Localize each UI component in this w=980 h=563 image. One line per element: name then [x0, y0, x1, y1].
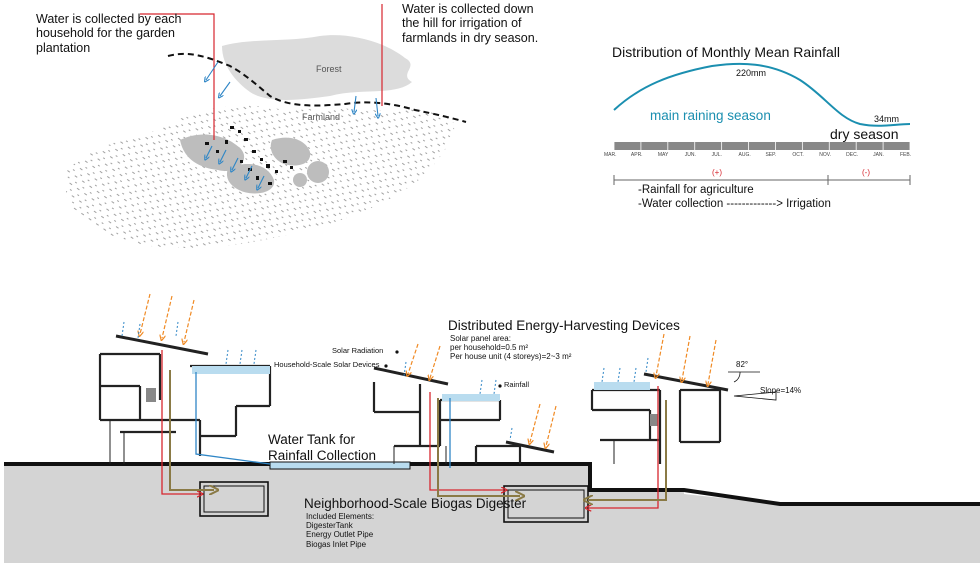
month-label: SEP. — [765, 152, 777, 158]
solar-devices-label: Household-Scale Solar Devices — [274, 360, 380, 369]
main-season-label: main raining season — [650, 108, 771, 123]
water-tank — [269, 461, 411, 470]
callout-line-left — [140, 13, 215, 140]
pipes — [161, 350, 667, 508]
note-right-line-2: the hill for irrigation of — [402, 16, 522, 31]
panel-area-line-3: Per house unit (4 storeys)=2~3 m² — [450, 352, 572, 362]
biogas-element-inlet: Biogas Inlet Pipe — [306, 539, 367, 549]
note-household-collection: Water is collected by each household for… — [36, 12, 181, 55]
note-right-line-3: farmlands in dry season. — [402, 30, 539, 45]
note-left-line-2: household for the garden — [36, 26, 175, 41]
biogas-element-outlet: Energy Outlet Pipe — [306, 530, 374, 540]
village-cluster — [180, 134, 329, 194]
plus-label: (+) — [712, 168, 722, 177]
building-marks — [205, 126, 293, 185]
month-label: DEC. — [846, 152, 859, 158]
ground-mass — [4, 464, 980, 563]
rainfall-curve — [613, 62, 911, 127]
use-water-collection: -Water collection -------------> Irrigat… — [638, 198, 831, 210]
month-label: MAY — [657, 152, 669, 158]
month-label: OCT. — [792, 152, 804, 158]
water-tank-title-line-2: Rainfall Collection — [268, 447, 377, 463]
devices-title: Distributed Energy-Harvesting Devices — [448, 318, 680, 333]
forest-area — [222, 35, 412, 100]
low-value-label: 34mm — [874, 114, 900, 124]
rainfall-chart — [613, 62, 911, 185]
month-label: APR. — [630, 152, 643, 158]
dry-season-label: dry season — [830, 126, 899, 142]
site-map — [66, 4, 467, 249]
rainfall-title: Distribution of Monthly Mean Rainfall — [612, 44, 840, 60]
rainfall-label: Rainfall — [504, 380, 530, 389]
water-arrows-map — [206, 61, 378, 188]
biogas-title: Neighborhood-Scale Biogas Digester — [304, 496, 527, 511]
slope-label: Slope=14% — [760, 386, 802, 395]
angle-label: 82° — [736, 360, 749, 369]
village-boundary — [167, 52, 467, 123]
solar-radiation-label: Solar Radiation — [332, 346, 384, 355]
month-label: NOV. — [819, 152, 832, 158]
note-left-line-1: Water is collected by each — [36, 12, 182, 26]
forest-label: Forest — [316, 64, 342, 74]
month-label: FEB. — [900, 152, 912, 158]
use-rainfall-agriculture: -Rainfall for agriculture — [638, 184, 754, 196]
water-tank-title-line-1: Water Tank for — [268, 432, 356, 447]
biogas-element-heading: Included Elements: — [306, 512, 375, 521]
building-left — [98, 334, 272, 464]
month-label: JAN. — [873, 152, 884, 158]
note-left-line-3: plantation — [36, 40, 91, 55]
digester-tank-left — [199, 481, 269, 517]
ground-line — [4, 462, 980, 506]
biogas-element-tank: DigesterTank — [306, 521, 353, 531]
biogas-elements: Included Elements: DigesterTank Energy O… — [306, 512, 374, 549]
note-right-line-1: Water is collected down — [402, 2, 534, 16]
month-label: AUG. — [738, 152, 751, 158]
water-tank-title: Water Tank for Rainfall Collection — [268, 432, 376, 463]
section-drawing — [4, 293, 980, 563]
panel-area-block: Solar panel area: per household=0.5 m² P… — [450, 334, 571, 362]
month-label: JUN. — [684, 152, 696, 158]
month-bar — [614, 142, 910, 150]
minus-label: (-) — [862, 168, 870, 177]
note-irrigation: Water is collected down the hill for irr… — [402, 2, 538, 45]
panel-area-line-2: per household=0.5 m² — [450, 343, 529, 353]
peak-value-label: 220mm — [736, 68, 767, 78]
month-ticks — [613, 142, 911, 150]
month-label: JUL. — [711, 152, 722, 158]
month-label: MAR. — [604, 152, 617, 158]
farmland-label: Farmland — [302, 112, 341, 122]
panel-area-line-1: Solar panel area: — [450, 334, 511, 343]
angle-indicator — [728, 371, 777, 401]
solar-radiation-arrows — [140, 293, 717, 446]
